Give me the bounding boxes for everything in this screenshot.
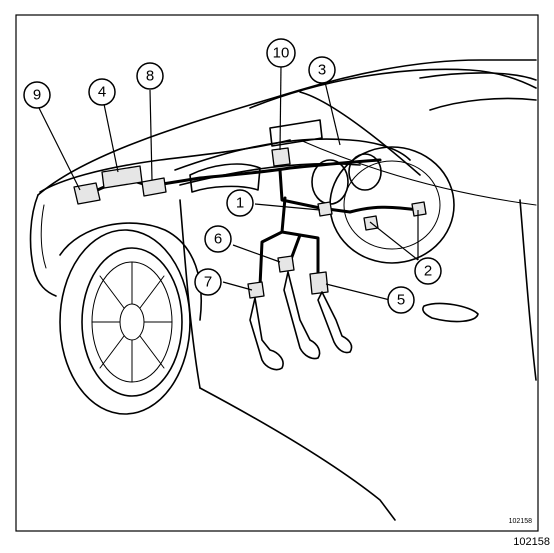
svg-text:8: 8 <box>146 68 154 85</box>
inner-reference-number: 102158 <box>509 518 532 525</box>
door-handle <box>422 302 479 323</box>
svg-text:1: 1 <box>236 195 244 212</box>
footer-reference-number: 102158 <box>513 536 550 548</box>
dashboard <box>174 119 455 264</box>
callout-5: 5 <box>387 286 415 314</box>
component-10-connector <box>271 147 291 167</box>
pedal-assembly <box>249 271 353 371</box>
callout-1: 1 <box>226 189 254 217</box>
callout-4: 4 <box>88 78 116 106</box>
figure-frame <box>15 14 539 532</box>
svg-text:5: 5 <box>397 292 405 309</box>
component-1-connector <box>317 201 333 217</box>
callout-2: 2 <box>414 257 442 285</box>
component-5-switch <box>309 271 329 295</box>
callout-6: 6 <box>204 225 232 253</box>
svg-text:9: 9 <box>33 87 41 104</box>
callout-8: 8 <box>136 62 164 90</box>
callout-7: 7 <box>194 268 222 296</box>
leader-lines <box>38 65 419 301</box>
svg-text:3: 3 <box>318 62 326 79</box>
svg-text:6: 6 <box>214 231 222 248</box>
svg-text:2: 2 <box>424 263 432 280</box>
component-7-switch <box>247 281 265 299</box>
component-9-connector <box>73 182 101 205</box>
car-body <box>29 59 537 521</box>
front-wheel <box>59 222 203 415</box>
callout-9: 9 <box>23 81 51 109</box>
svg-text:10: 10 <box>273 45 290 62</box>
component-8-connector <box>141 177 167 197</box>
svg-text:4: 4 <box>98 84 106 101</box>
callout-10: 10 <box>266 38 296 68</box>
svg-text:7: 7 <box>204 274 212 291</box>
component-6-switch <box>277 255 295 273</box>
callout-3: 3 <box>308 56 336 84</box>
